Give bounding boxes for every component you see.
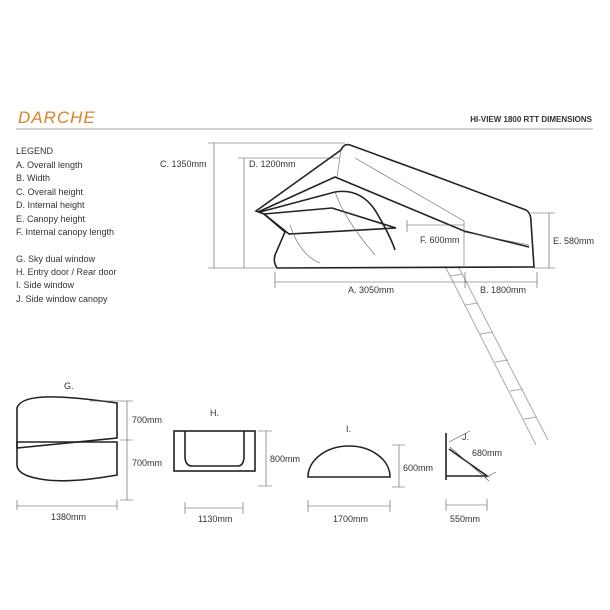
dim-g-w: 1380mm	[51, 512, 86, 522]
page-title: HI-VIEW 1800 RTT DIMENSIONS	[470, 115, 592, 124]
legend-item: F. Internal canopy length	[16, 227, 114, 237]
detail-g-sky-window: G. 700mm 700mm 1380mm	[16, 381, 162, 522]
dim-g-h2: 700mm	[132, 458, 162, 468]
legend-item: G. Sky dual window	[16, 254, 96, 264]
detail-j-window-canopy: J. 680mm 550mm	[445, 430, 502, 524]
label-g: G.	[64, 381, 74, 391]
dim-label-f: F. 600mm	[420, 235, 460, 245]
legend-item: H. Entry door / Rear door	[16, 267, 117, 277]
dim-i-h: 600mm	[403, 463, 433, 473]
dim-j-diag: 680mm	[472, 448, 502, 458]
dim-label-a: A. 3050mm	[348, 285, 394, 295]
dim-label-d: D. 1200mm	[249, 159, 296, 169]
label-j: J.	[462, 432, 469, 442]
ladder	[444, 265, 549, 446]
dim-g-h1: 700mm	[132, 415, 162, 425]
legend-item: C. Overall height	[16, 187, 84, 197]
legend-item: I. Side window	[16, 280, 75, 290]
legend-item: E. Canopy height	[16, 214, 86, 224]
legend-item: D. Internal height	[16, 200, 85, 210]
legend-item: A. Overall length	[16, 160, 83, 170]
dim-label-c: C. 1350mm	[160, 159, 207, 169]
detail-i-side-window: I. 600mm 1700mm	[307, 424, 433, 524]
dim-h-h: 800mm	[270, 454, 300, 464]
legend-item: J. Side window canopy	[16, 294, 108, 304]
dim-label-e: E. 580mm	[553, 236, 594, 246]
detail-h-entry-door: H. 800mm 1130mm	[173, 408, 300, 524]
dim-label-b: B. 1800mm	[480, 285, 526, 295]
tent-drawing	[254, 143, 535, 269]
dim-h-w: 1130mm	[198, 514, 232, 524]
darche-logo: DARCHE	[18, 108, 96, 127]
label-h: H.	[210, 408, 219, 418]
legend-heading: LEGEND	[16, 146, 54, 156]
legend-item: B. Width	[16, 173, 50, 183]
legend: LEGEND A. Overall length B. Width C. Ove…	[16, 146, 117, 304]
dim-j-w: 550mm	[450, 514, 480, 524]
tent-dimensions: C. 1350mm D. 1200mm F. 600mm E. 580mm A.…	[160, 142, 594, 295]
label-i: I.	[346, 424, 351, 434]
dim-i-w: 1700mm	[333, 514, 368, 524]
